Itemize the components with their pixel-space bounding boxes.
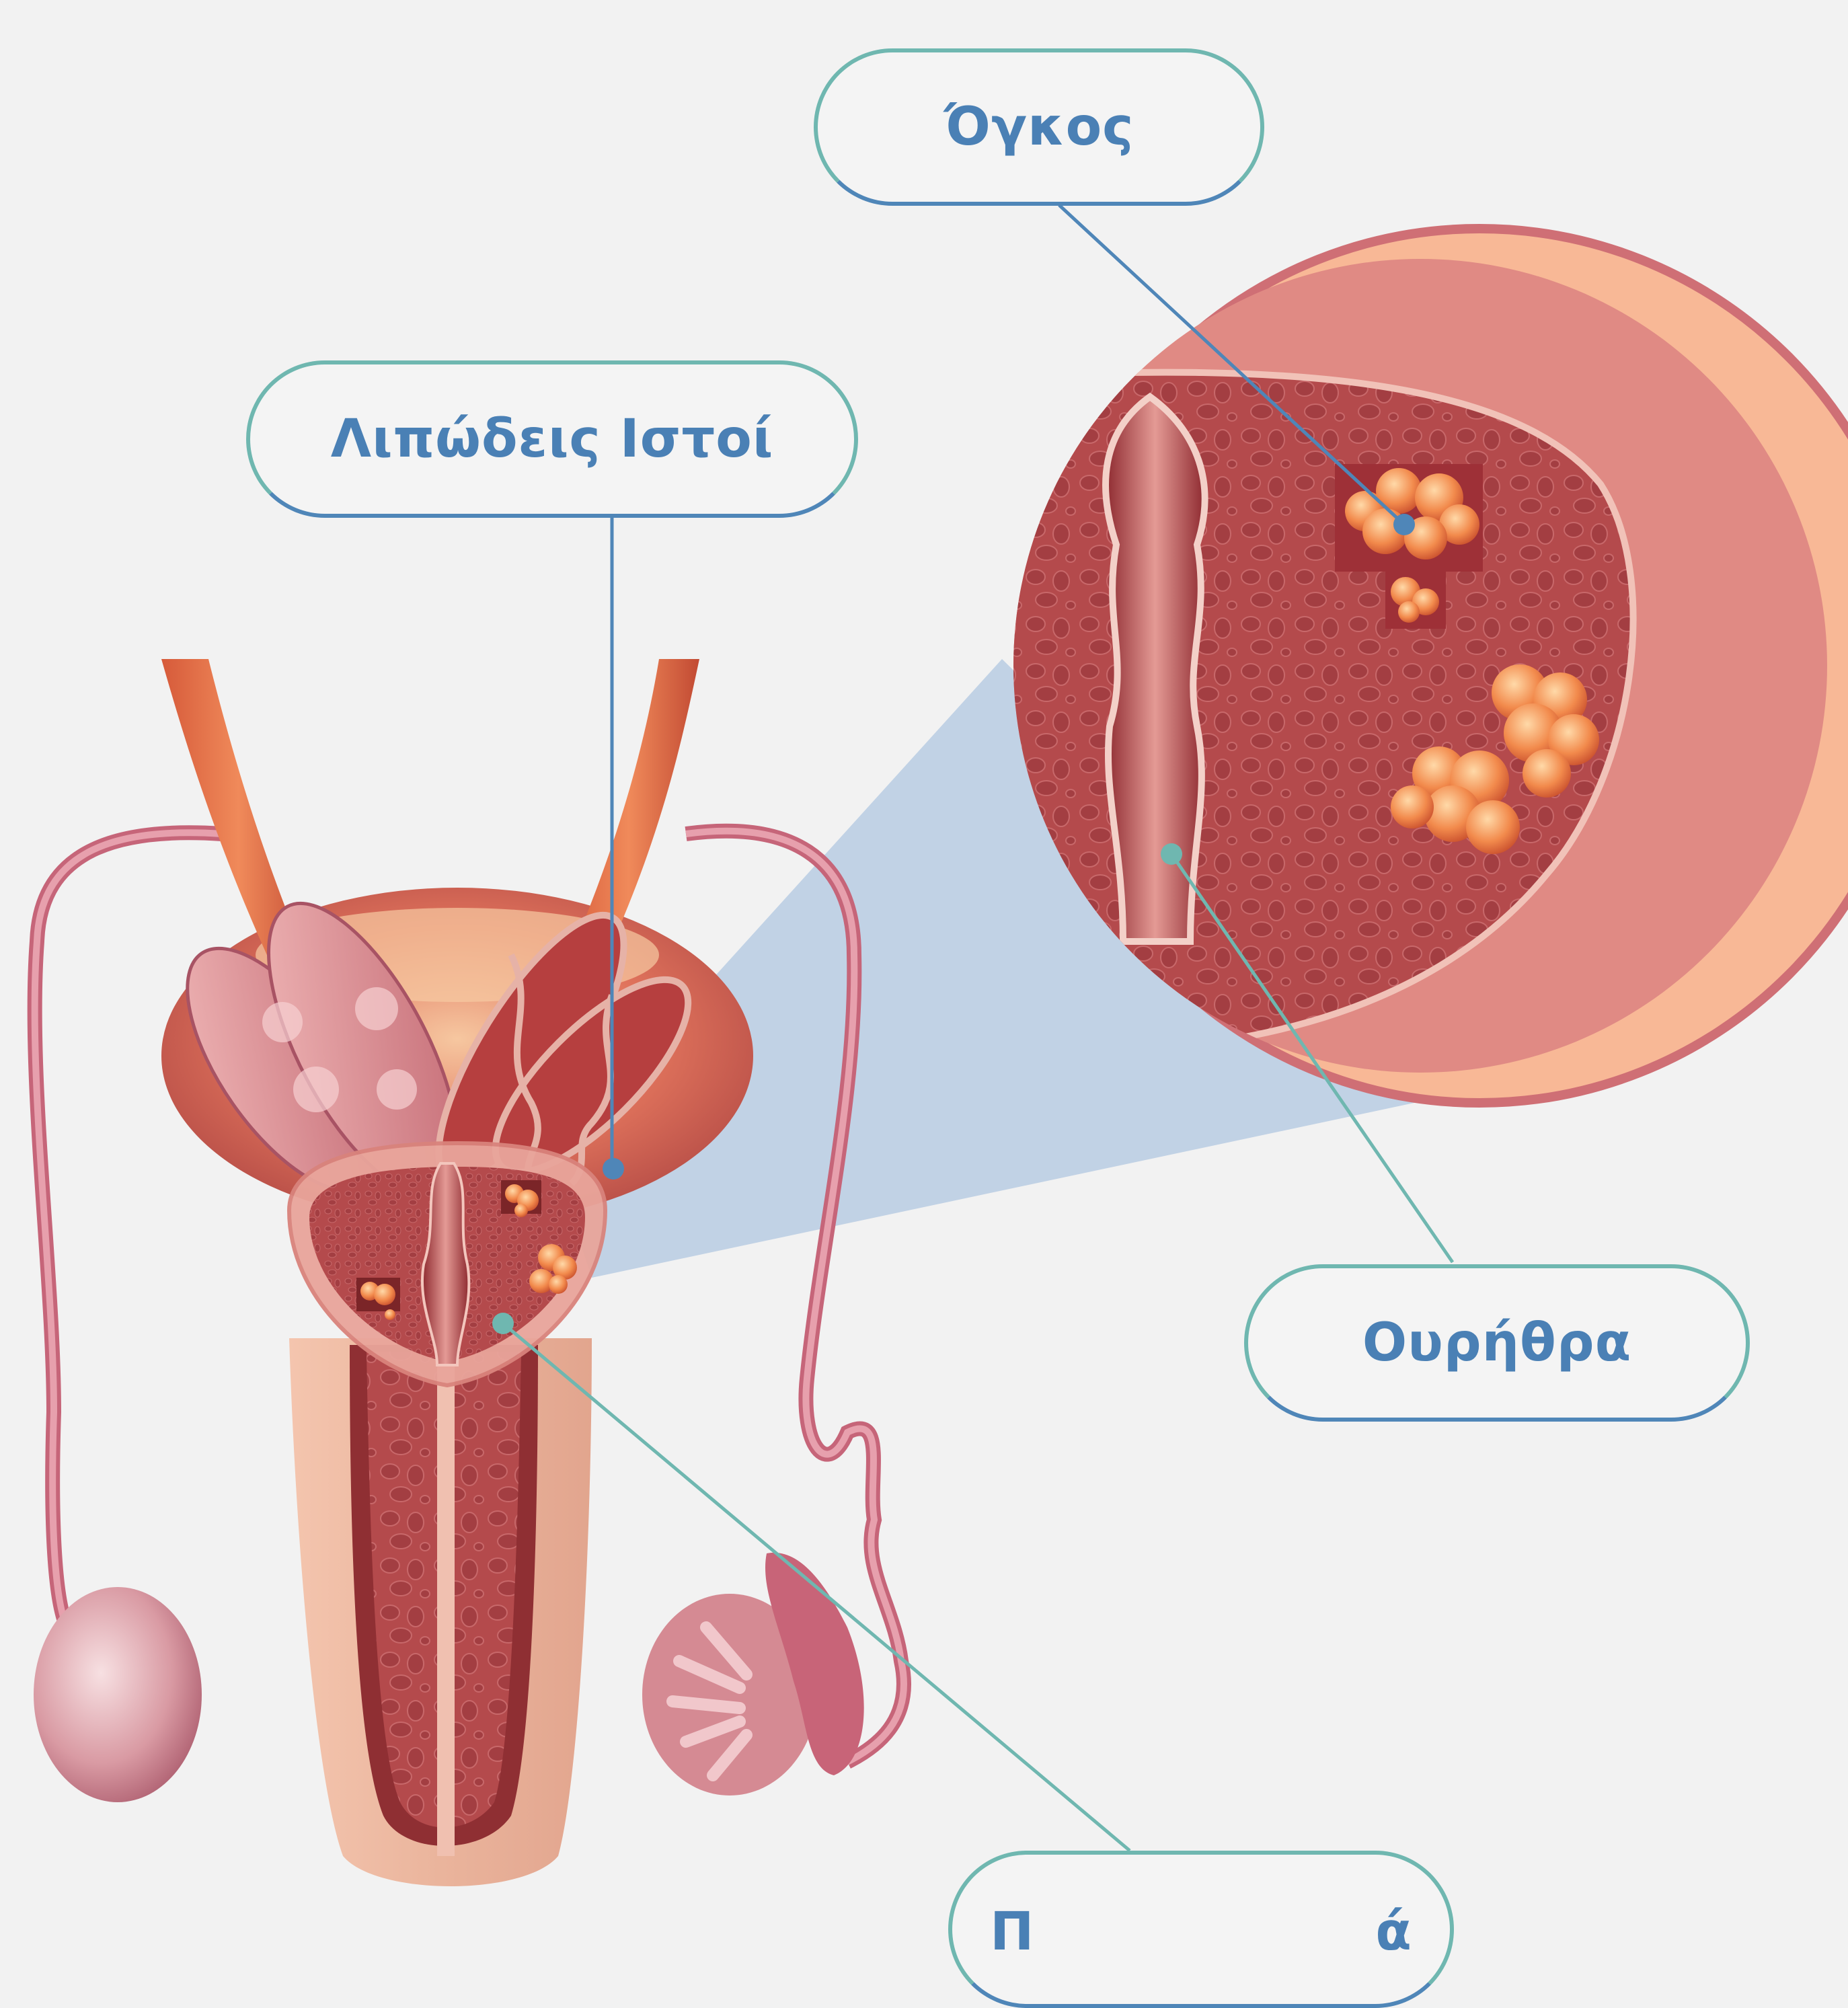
leader-dot-tumor	[1393, 514, 1415, 535]
label-tumor: Όγκος	[814, 48, 1264, 206]
label-bottom-partial-text: Π ά	[990, 1902, 1412, 1962]
leader-dot-fatty	[603, 1158, 624, 1180]
vas-deferens-left	[35, 833, 222, 1627]
leader-dot-urethra	[1161, 843, 1182, 865]
label-urethra: Ουρήθρα	[1244, 1264, 1750, 1422]
label-urethra-text: Ουρήθρα	[1362, 1313, 1631, 1373]
leader-dot-bottom	[492, 1313, 514, 1334]
testis-left	[34, 1587, 202, 1802]
label-fatty-tissue: Λιπώδεις Ιστοί	[246, 360, 858, 518]
label-tumor-text: Όγκος	[944, 97, 1134, 157]
urethra-shaft	[437, 1345, 455, 1856]
label-fatty-tissue-text: Λιπώδεις Ιστοί	[331, 409, 774, 469]
anatomy-illustration	[0, 0, 1848, 1917]
testis-right-section	[642, 1553, 864, 1795]
label-bottom-partial: Π ά	[948, 1851, 1454, 2008]
leader-line-bottom	[503, 1323, 1130, 1851]
